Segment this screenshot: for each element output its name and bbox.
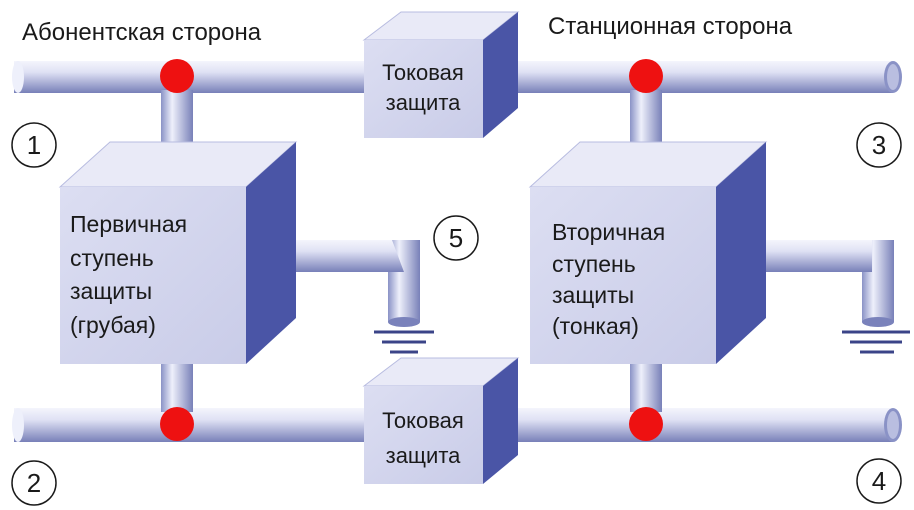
marker-3-label: 3 [872, 130, 886, 160]
current-protection-top-line1: Токовая [382, 60, 464, 85]
ground-symbol-secondary [842, 330, 910, 354]
primary-stage-line3: защиты [70, 278, 152, 304]
secondary-stage-line4: (тонкая) [552, 313, 639, 339]
current-protection-bottom-line1: Токовая [382, 408, 464, 433]
junction-node-top-right [629, 59, 663, 93]
primary-stage-box [58, 141, 298, 364]
current-protection-box-bottom [362, 357, 520, 484]
primary-stage-line4: (грубая) [70, 312, 156, 338]
current-protection-bottom-line2: защита [386, 443, 462, 468]
top-line-right [495, 61, 902, 93]
current-protection-box-top [362, 11, 520, 138]
secondary-stage-box [528, 141, 768, 364]
marker-5: 5 [433, 215, 479, 261]
secondary-stage-line3: защиты [552, 282, 634, 308]
primary-stage-line2: ступень [70, 245, 154, 271]
connector-primary-bottom [161, 360, 193, 412]
junction-node-top-left [160, 59, 194, 93]
marker-4: 4 [856, 458, 902, 504]
marker-2-label: 2 [27, 468, 41, 498]
secondary-stage-line2: ступень [552, 251, 636, 277]
marker-5-label: 5 [449, 223, 463, 253]
ground-symbol-primary [374, 330, 434, 354]
connector-secondary-bottom [630, 360, 662, 412]
bottom-line-right [495, 408, 902, 442]
marker-2: 2 [11, 460, 57, 506]
marker-4-label: 4 [872, 466, 886, 496]
subscriber-side-label: Абонентская сторона [22, 19, 262, 46]
secondary-stage-line1: Вторичная [552, 219, 665, 245]
junction-node-bottom-left [160, 407, 194, 441]
primary-stage-line1: Первичная [70, 211, 187, 237]
marker-3: 3 [856, 122, 902, 168]
station-side-label: Станционная сторона [548, 13, 793, 40]
current-protection-top-line2: защита [386, 90, 462, 115]
ground-pipe-secondary [764, 240, 894, 327]
marker-1-label: 1 [27, 130, 41, 160]
junction-node-bottom-right [629, 407, 663, 441]
marker-1: 1 [11, 122, 57, 168]
